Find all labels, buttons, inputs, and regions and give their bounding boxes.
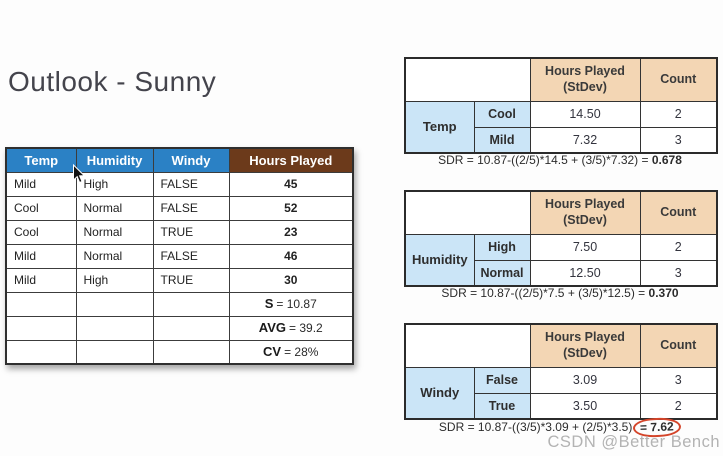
count-col-header: Count (639, 190, 718, 235)
stdev-value: = 10.87 (276, 297, 317, 311)
cell-windy: FALSE (152, 195, 230, 221)
stdev-value: 12.50 (529, 259, 641, 287)
cell-windy: TRUE (152, 219, 230, 245)
stdev-col-header: Hours Played (StDev) (529, 190, 641, 235)
cell-temp: Cool (5, 195, 77, 221)
cell-hours: 45 (228, 171, 354, 197)
count-value: 2 (639, 392, 718, 420)
stdev-value: 3.09 (529, 366, 641, 394)
sdr-formula-humidity: SDR = 10.87-((2/5)*7.5 + (3/5)*12.5) = 0… (404, 286, 716, 300)
table-row: Mild High TRUE 30 (5, 267, 354, 293)
sdr-result: 0.678 (651, 153, 682, 167)
avg-value: = 39.2 (289, 321, 323, 335)
table-row: Normal 12.50 3 (405, 259, 718, 287)
stdev-value: 7.32 (529, 126, 641, 154)
cell-temp: Mild (5, 243, 77, 269)
table-row: Mild High FALSE 45 (5, 171, 354, 197)
table-row: Cool Normal TRUE 23 (5, 219, 354, 245)
sdr-formula-text: SDR = 10.87-((3/5)*3.09 + (2/5)*3.5) (438, 420, 633, 434)
col-header-humidity: Humidity (75, 147, 154, 173)
avg-summary-cell: AVG= 39.2 (228, 315, 354, 341)
count-value: 2 (639, 100, 718, 128)
table-row: Windy False 3.09 3 (404, 366, 718, 420)
avg-label: AVG (258, 320, 286, 335)
sdr-formula-text: SDR = 10.87-((2/5)*7.5 + (3/5)*12.5) = (441, 286, 646, 300)
page-title: Outlook - Sunny (8, 66, 217, 97)
table-header-row: Temp Humidity Windy Hours Played (5, 147, 354, 173)
factor-label: Humidity (404, 233, 475, 287)
cell-humidity: High (75, 267, 154, 293)
col-header-temp: Temp (5, 147, 77, 173)
cell-humidity: Normal (75, 219, 154, 245)
cv-value: = 28% (284, 344, 319, 359)
table-row: Mild Normal FALSE 46 (5, 243, 354, 269)
cell-humidity: Normal (75, 243, 154, 269)
count-value: 2 (639, 233, 718, 261)
temp-split-table: Hours Played (StDev) Count Temp Cool 14.… (404, 57, 718, 154)
summary-row-avg: AVG= 39.2 (5, 315, 354, 341)
stdev-value: 3.50 (529, 392, 641, 420)
cell-windy: FALSE (152, 171, 230, 197)
level-label: True (473, 392, 531, 420)
stdev-value: 14.50 (529, 100, 641, 128)
humidity-split-table: Hours Played (StDev) Count Humidity High… (404, 190, 718, 287)
stdev-summary-cell: S= 10.87 (228, 291, 354, 317)
stdev-label: S (264, 296, 274, 311)
watermark: CSDN @Better Bench (547, 433, 720, 451)
level-label: False (473, 366, 531, 394)
empty-header-cell (404, 57, 531, 102)
count-col-header: Count (639, 323, 718, 368)
cell-windy: FALSE (152, 243, 230, 269)
factor-label: Windy (404, 366, 475, 420)
table-row: Temp Cool 14.50 2 (404, 100, 718, 154)
count-value: 3 (639, 366, 718, 394)
level-label: Mild (473, 126, 531, 154)
cv-summary-cell: CV= 28% (228, 339, 354, 365)
sdr-formula-windy: SDR = 10.87-((3/5)*3.09 + (2/5)*3.5)= 7.… (404, 417, 716, 438)
table-row: Mild 7.32 3 (405, 126, 718, 154)
summary-row-cv: CV= 28% (5, 339, 354, 365)
factor-label: Temp (404, 100, 475, 154)
count-col-header: Count (639, 57, 718, 102)
sdr-formula-text: SDR = 10.87-((2/5)*14.5 + (3/5)*7.32) = (438, 153, 649, 167)
empty-header-cell (404, 323, 531, 368)
sdr-formula-temp: SDR = 10.87-((2/5)*14.5 + (3/5)*7.32) = … (404, 153, 716, 167)
empty-header-cell (404, 190, 531, 235)
cell-temp: Mild (5, 171, 77, 197)
level-label: Normal (473, 259, 531, 287)
count-value: 3 (639, 259, 718, 287)
cv-label: CV (263, 343, 282, 359)
cell-temp: Mild (5, 267, 77, 293)
cell-humidity: Normal (75, 195, 154, 221)
mouse-cursor-icon (73, 164, 86, 184)
level-label: High (473, 233, 531, 261)
count-value: 3 (639, 126, 718, 154)
col-header-hours-played: Hours Played (228, 147, 354, 173)
cell-windy: TRUE (152, 267, 230, 293)
cell-hours: 23 (228, 219, 354, 245)
table-row: True 3.50 2 (405, 392, 718, 420)
sunny-data-table: Temp Humidity Windy Hours Played Mild Hi… (5, 147, 354, 365)
stdev-col-header: Hours Played (StDev) (529, 323, 641, 368)
cell-hours: 46 (228, 243, 354, 269)
cell-hours: 30 (228, 267, 354, 293)
cell-temp: Cool (5, 219, 77, 245)
col-header-windy: Windy (152, 147, 230, 173)
cell-humidity: High (75, 171, 154, 197)
summary-row-stdev: S= 10.87 (5, 291, 354, 317)
level-label: Cool (473, 100, 531, 128)
stdev-value: 7.50 (529, 233, 641, 261)
stdev-col-header: Hours Played (StDev) (529, 57, 641, 102)
table-row: Humidity High 7.50 2 (404, 233, 718, 287)
table-row: Cool Normal FALSE 52 (5, 195, 354, 221)
windy-split-table: Hours Played (StDev) Count Windy False 3… (404, 323, 718, 420)
sdr-result: 0.370 (648, 286, 679, 300)
cell-hours: 52 (228, 195, 354, 221)
